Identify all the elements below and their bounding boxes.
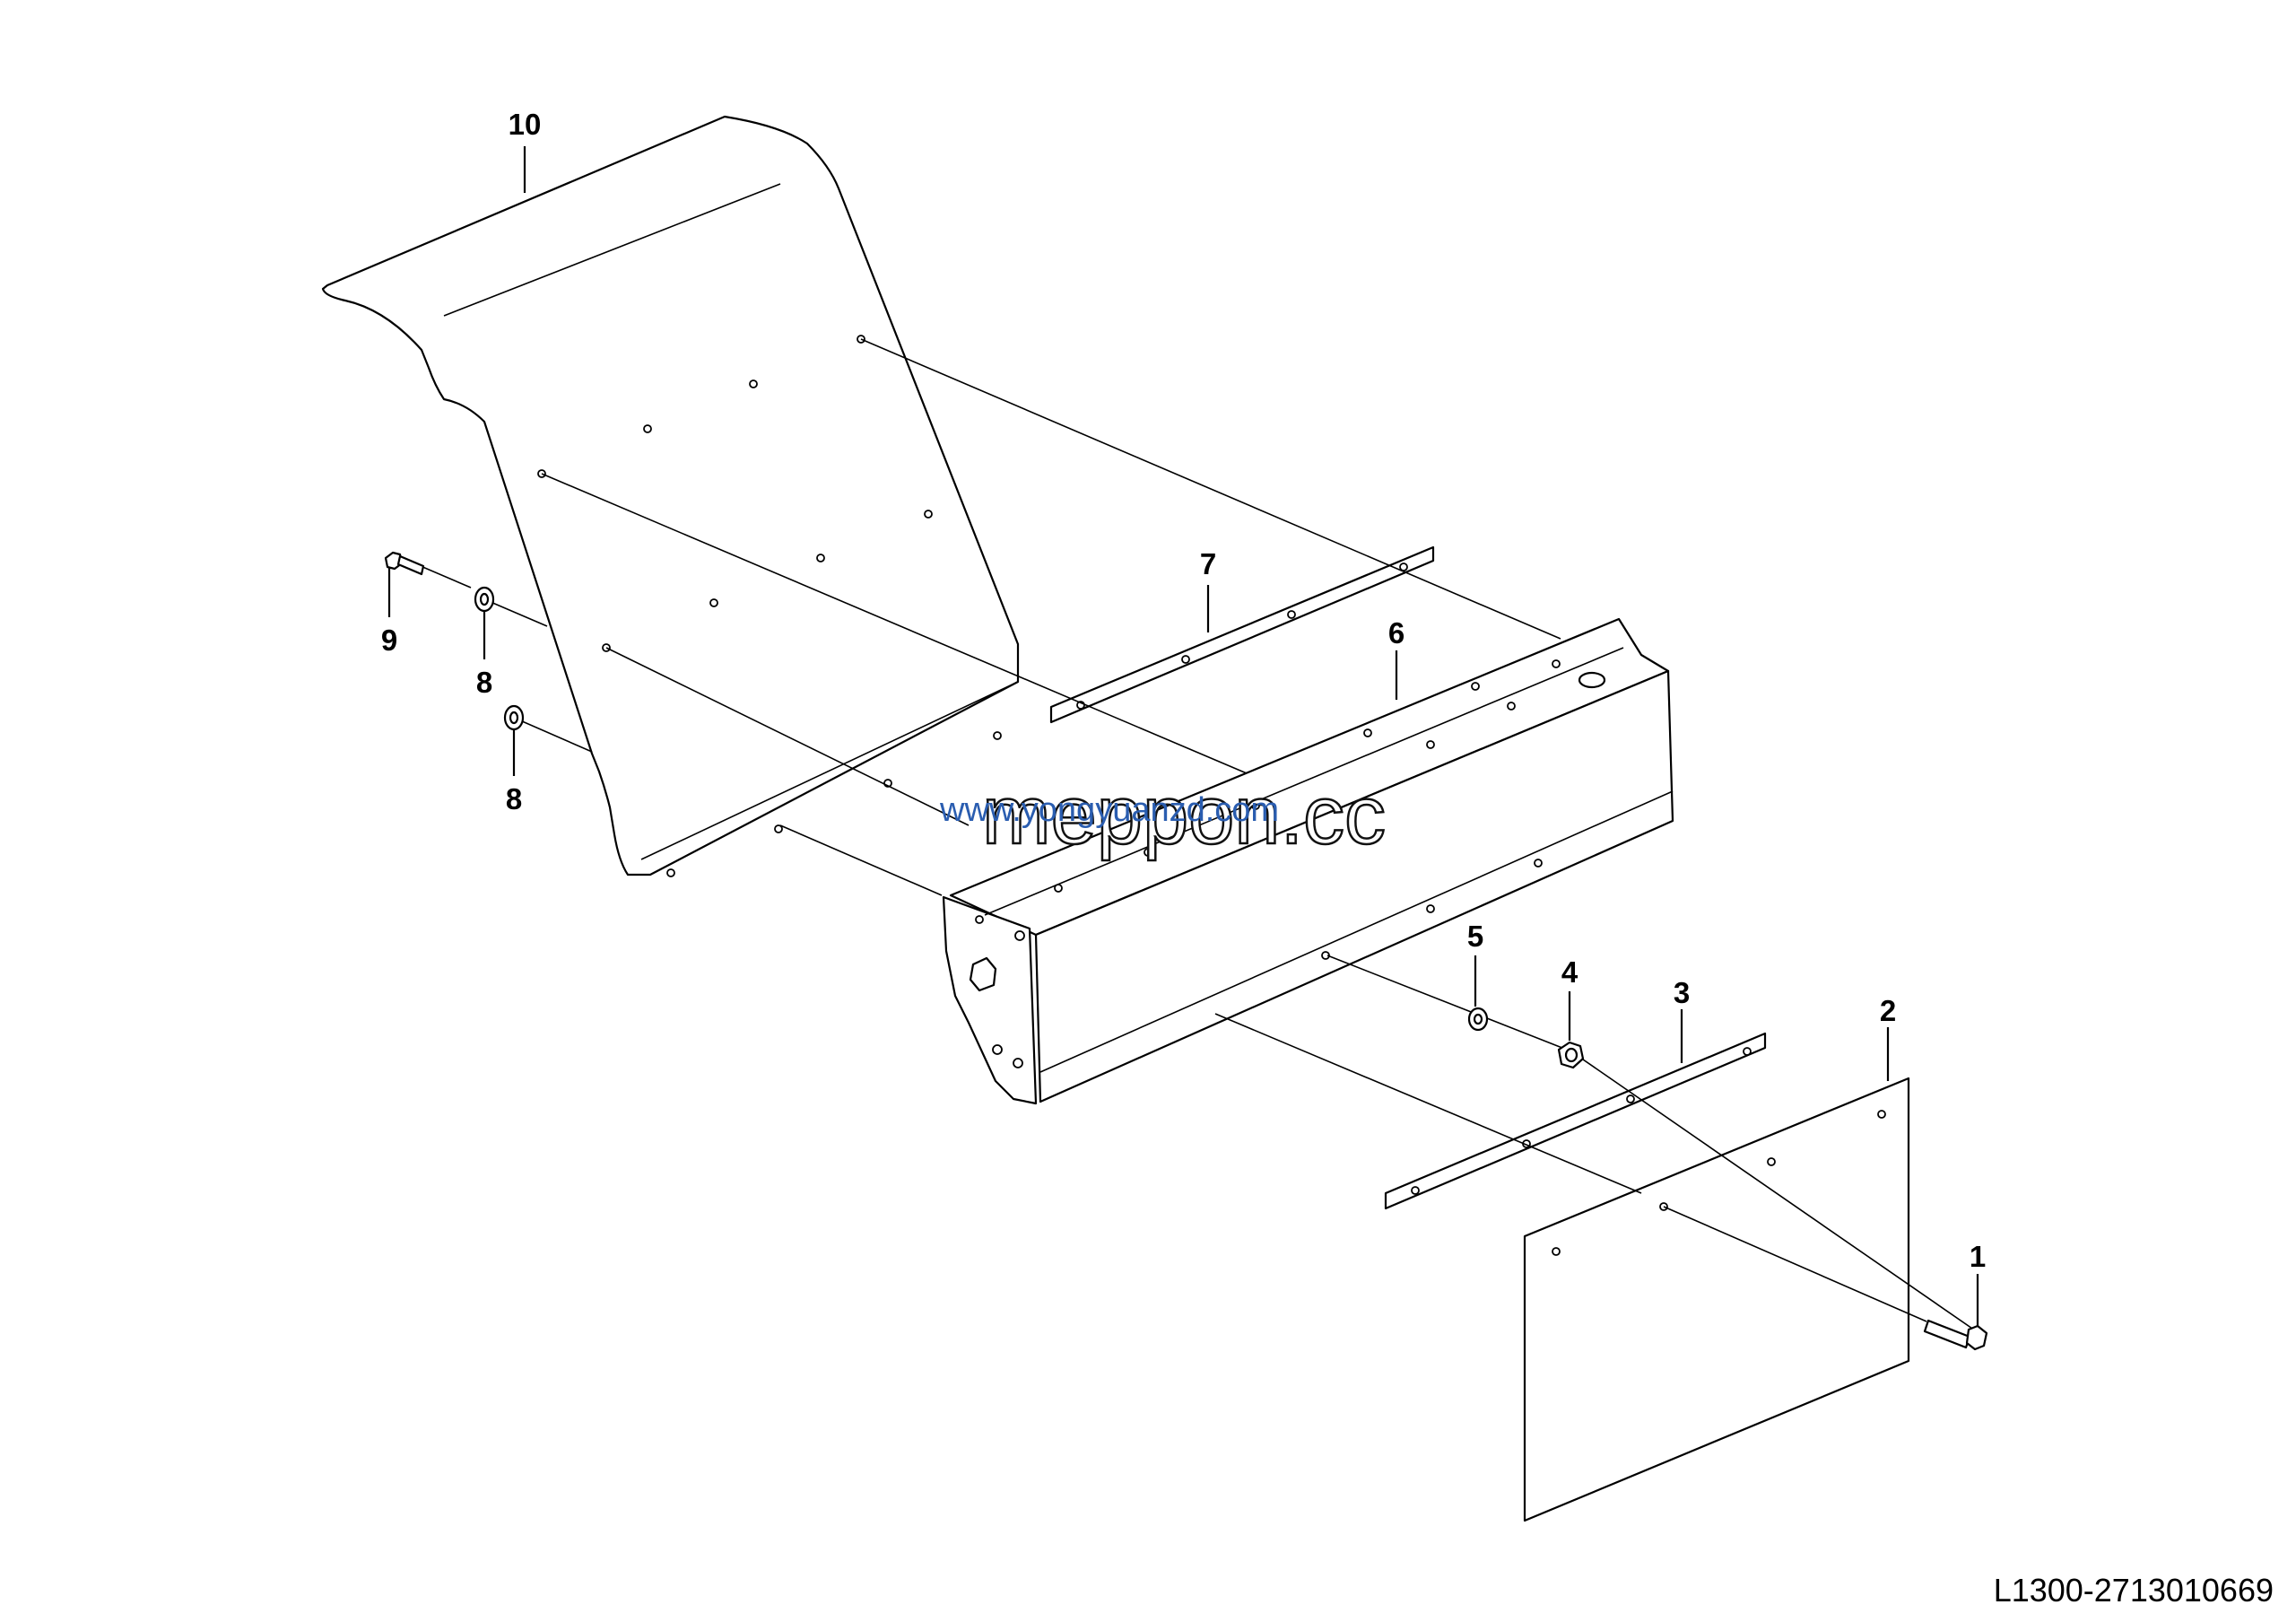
callout-9: 9 (381, 624, 397, 657)
callout-6: 6 (1388, 616, 1405, 650)
part-8-washer-upper (474, 586, 495, 613)
part-2-mud-flap (1523, 1077, 1910, 1522)
part-6-support-beam (942, 617, 1674, 1105)
part-4-nut (1557, 1041, 1585, 1069)
part-9-bolt (384, 551, 425, 576)
callout-3: 3 (1674, 976, 1690, 1009)
callout-8-lower: 8 (506, 782, 522, 815)
part-8-washer-lower (503, 704, 525, 731)
part-7-clamping-strip (1049, 545, 1435, 724)
callout-labels: 10 7 6 5 4 3 2 1 9 8 8 (381, 108, 1986, 1273)
watermark: meppon.cc www.yongyuanzd.com (939, 769, 1387, 863)
callout-7: 7 (1200, 547, 1216, 580)
watermark-outline-text: meppon.cc (982, 770, 1386, 861)
callout-8-upper: 8 (476, 666, 492, 699)
callout-leader-lines (387, 146, 1979, 1326)
callout-2: 2 (1880, 994, 1896, 1027)
assembly-center-lines (407, 338, 1979, 1333)
watermark-blue-text: www.yongyuanzd.com (939, 791, 1279, 829)
part-1-bolt (1923, 1319, 1988, 1351)
callout-4: 4 (1561, 955, 1578, 989)
callout-5: 5 (1467, 920, 1483, 953)
part-5-washer (1467, 1007, 1489, 1032)
callout-1: 1 (1970, 1240, 1986, 1273)
part-10-fender-panel (321, 115, 1020, 877)
callout-10: 10 (509, 108, 542, 141)
drawing-reference-code: L1300-2713010669 (1994, 1572, 2274, 1609)
